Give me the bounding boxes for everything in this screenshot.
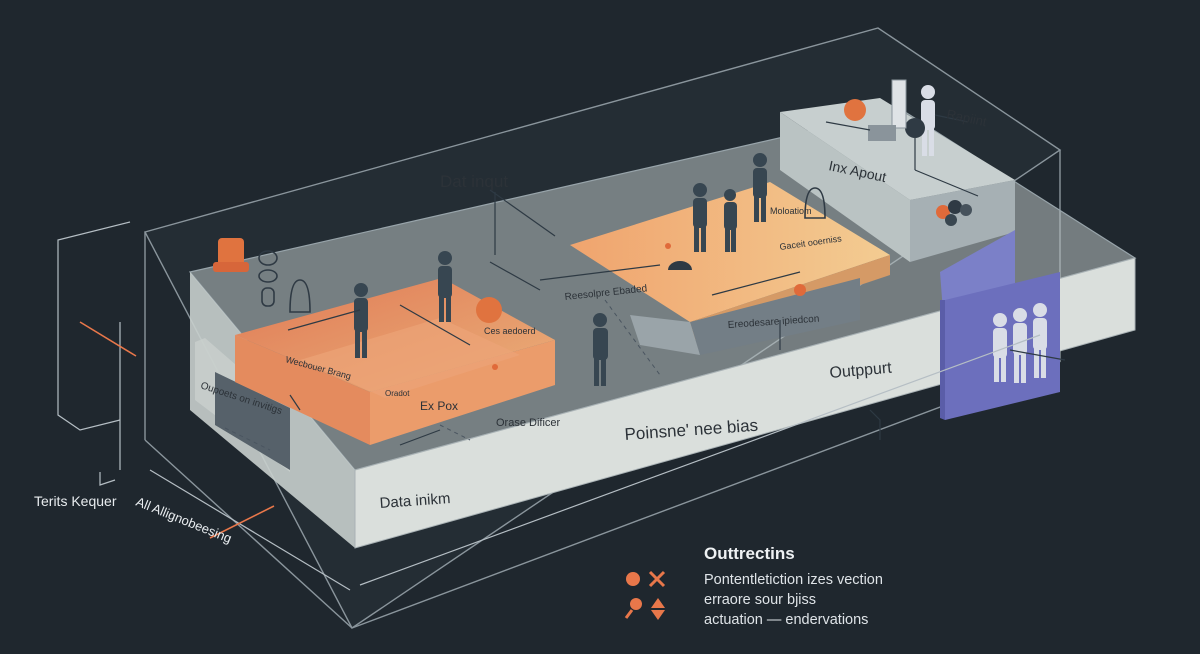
stakeholder-figure [1013,308,1027,383]
stakeholder-figure [921,85,935,156]
flow-arrows [287,114,1066,446]
pillar-object [891,79,907,129]
data-stack-icon [213,238,249,272]
person-figure [724,189,737,252]
ces-aedoerd-label: Ces aedoerd [484,326,536,336]
person-figure [753,153,767,222]
person-figure [354,283,368,358]
legend-line: erraore sour bjiss [704,592,817,608]
orange-circle-icon [626,572,640,586]
person-figure [693,183,707,252]
legend-line: actuation — endervations [704,612,869,628]
right-raised-block [780,98,1015,262]
moloatiom-label: Moloatiom [770,206,812,216]
orange-sphere [476,297,502,323]
legend-lines: Pontentletiction izes vection erraore so… [704,570,883,630]
data-input-label: Dat inqut [440,172,508,191]
orange-dot [492,364,498,370]
side-brackets [57,221,1041,591]
output-label: Outppurt [829,360,893,382]
orange-zone [235,278,555,445]
terits-kequer-label: Terits Kequer [34,493,117,509]
orange-dot [794,284,806,296]
orange-triangle-icon [651,598,665,608]
legend-icons [624,570,666,620]
legend-title: Outtrectins [704,544,795,563]
abstract-shapes-icon [258,187,826,313]
person-figure [593,313,608,386]
steel-block [630,278,860,355]
orange-dot [665,243,671,249]
all-alignment-label: All Allignobeesing [134,494,234,546]
orange-triangle-down-icon [651,610,665,620]
legend: Outtrectins Pontentletiction izes vectio… [620,536,960,636]
oradot-label: Oradot [385,389,410,398]
orange-arrows [79,321,275,539]
orange-sphere [844,99,866,121]
console-object [868,125,896,141]
orange-x-icon [648,570,666,588]
gear-cluster-icon [936,200,972,226]
person-figure [438,251,452,322]
dark-sphere [905,118,925,138]
stakeholder-figure [1033,303,1047,378]
ex-pox-label: Ex Pox [420,399,458,413]
legend-line: Pontentletiction izes vection [704,572,883,588]
left-wall-box [195,338,290,472]
dome-object [668,261,692,270]
dashed-connectors [224,299,661,451]
orase-dificer-label: Orase Dificer [496,417,561,429]
orange-key-icon [630,598,642,610]
data-inikm-label: Data inikm [379,490,451,512]
